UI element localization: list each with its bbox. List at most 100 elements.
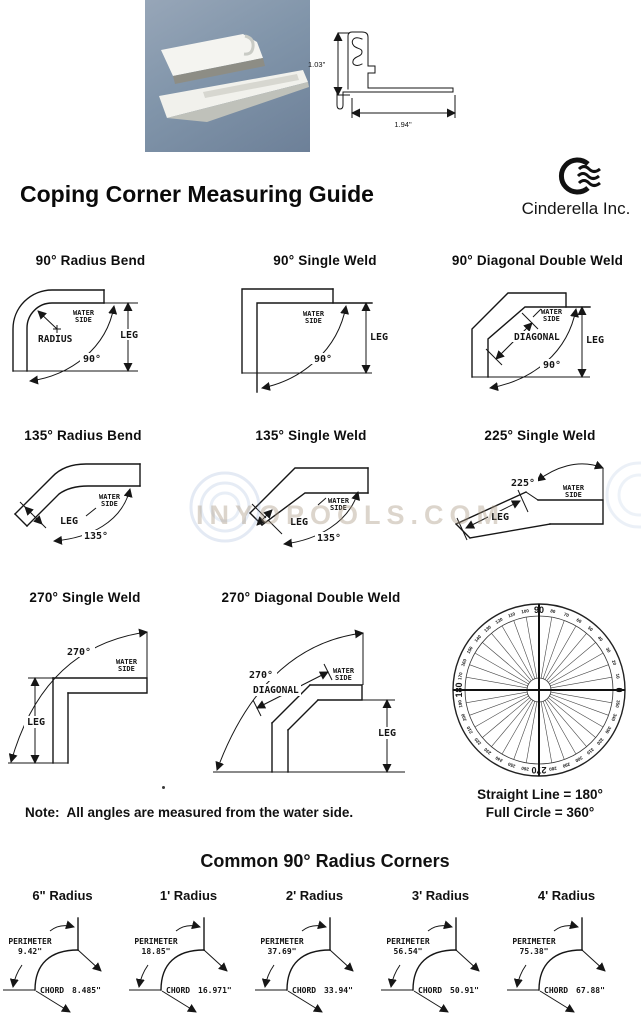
perimeter-label: PERIMETER (512, 937, 556, 946)
leg-label: LEG (120, 330, 138, 341)
diagonal-label: DIAGONAL (253, 685, 299, 696)
angle-label: 270° (249, 670, 273, 681)
chord-value: 67.88" (576, 986, 605, 995)
heading-270-diag-double-weld: 270° Diagonal Double Weld (221, 590, 401, 605)
leg-label: LEG (378, 728, 396, 739)
perimeter-label: PERIMETER (260, 937, 304, 946)
leg-label: LEG (27, 717, 45, 728)
water-side-label: SIDE (305, 317, 322, 325)
chord-label: CHORD (292, 986, 316, 995)
chord-label: CHORD (40, 986, 64, 995)
width-dim-label: 1.94" (394, 120, 412, 129)
heading-90-radius-bend: 90° Radius Bend (35, 253, 146, 268)
svg-text:290: 290 (562, 761, 571, 768)
svg-text:240: 240 (494, 755, 503, 763)
water-side-label: SIDE (335, 674, 352, 682)
full-circle-legend: Full Circle = 360° (485, 805, 595, 820)
stray-dot (162, 786, 165, 789)
svg-text:340: 340 (610, 713, 617, 722)
chord-value: 50.91" (450, 986, 479, 995)
chord-label: CHORD (166, 986, 190, 995)
chord-value: 33.94" (324, 986, 353, 995)
radius-label: RADIUS (38, 334, 73, 345)
water-side-label: SIDE (565, 491, 582, 499)
height-dim-label: 1.03" (308, 60, 326, 69)
perimeter-value: 9.42" (18, 947, 42, 956)
water-side-label: WATER (563, 484, 585, 492)
water-side-label: WATER (116, 658, 138, 666)
heading-90-diag-double-weld: 90° Diagonal Double Weld (451, 253, 624, 268)
water-side-label: SIDE (543, 315, 560, 323)
svg-text:260: 260 (520, 766, 529, 772)
diagram-225-single-weld: 225° WATER SIDE LEG (455, 460, 604, 541)
protractor: 0901802701020304050607080100110120130140… (452, 603, 626, 777)
perimeter-label: PERIMETER (134, 937, 178, 946)
perimeter-value: 18.85" (142, 947, 171, 956)
page-title: Coping Corner Measuring Guide (20, 181, 374, 207)
svg-text:210: 210 (465, 725, 473, 734)
svg-text:300: 300 (574, 755, 583, 763)
svg-text:0: 0 (614, 687, 624, 692)
svg-text:150: 150 (466, 645, 474, 654)
perimeter-label: PERIMETER (8, 937, 52, 946)
svg-text:160: 160 (460, 658, 467, 667)
svg-text:230: 230 (483, 747, 492, 756)
svg-text:110: 110 (507, 611, 516, 618)
note-text: Note: All angles are measured from the w… (25, 805, 354, 820)
radius-label: 3' Radius (411, 888, 470, 903)
radius-label: 2' Radius (285, 888, 344, 903)
corner-diagram-1ft: PERIMETER 18.85" CHORD 16.971" (129, 917, 232, 1013)
water-side-label: SIDE (75, 316, 92, 324)
perimeter-value: 75.38" (520, 947, 549, 956)
diagram-90-single-weld: WATER SIDE 90° LEG (241, 288, 394, 393)
perimeter-label: PERIMETER (386, 937, 430, 946)
angle-label: 90° (543, 360, 561, 371)
angle-label: 90° (314, 354, 332, 365)
svg-text:90: 90 (534, 605, 544, 615)
diagram-90-radius-bend: WATER SIDE RADIUS 90° LEG (12, 289, 145, 385)
radius-label: 1' Radius (159, 888, 218, 903)
svg-text:80: 80 (550, 608, 556, 614)
svg-text:10: 10 (615, 673, 621, 679)
leg-label: LEG (60, 516, 78, 527)
svg-text:100: 100 (521, 608, 530, 614)
leg-label: LEG (290, 517, 308, 528)
svg-text:190: 190 (457, 699, 463, 708)
water-side-label: WATER (303, 310, 325, 318)
chord-label: CHORD (544, 986, 568, 995)
leg-label: LEG (586, 335, 604, 346)
angle-label: 135° (84, 531, 108, 542)
leg-label: LEG (370, 332, 388, 343)
water-side-label: SIDE (101, 500, 118, 508)
water-side-label: WATER (333, 667, 355, 675)
profile-cross-section-drawing: 1.03" 1.94" (308, 31, 456, 129)
water-side-label: WATER (99, 493, 121, 501)
corner-diagram-3ft: PERIMETER 56.54" CHORD 50.91" (381, 917, 480, 1013)
water-side-label: SIDE (118, 665, 135, 673)
cinderella-logo-icon (558, 157, 601, 195)
svg-text:40: 40 (597, 635, 604, 642)
coping-profile-photo (145, 0, 310, 152)
perimeter-value: 37.69" (268, 947, 297, 956)
svg-text:180: 180 (454, 682, 464, 697)
svg-text:30: 30 (605, 647, 612, 654)
svg-text:330: 330 (604, 725, 612, 734)
leg-label: LEG (491, 512, 509, 523)
svg-text:50: 50 (587, 625, 594, 632)
svg-text:350: 350 (615, 700, 621, 709)
heading-270-single-weld: 270° Single Weld (29, 590, 141, 605)
chord-value: 8.485" (72, 986, 101, 995)
svg-text:250: 250 (507, 761, 516, 768)
heading-135-single-weld: 135° Single Weld (255, 428, 367, 443)
svg-text:310: 310 (585, 747, 594, 756)
heading-135-radius-bend: 135° Radius Bend (24, 428, 142, 443)
corner-diagram-2ft: PERIMETER 37.69" CHORD 33.94" (255, 917, 354, 1013)
heading-90-single-weld: 90° Single Weld (273, 253, 377, 268)
brand-name: Cinderella Inc. (521, 199, 631, 218)
perimeter-value: 56.54" (394, 947, 423, 956)
svg-text:60: 60 (576, 617, 583, 624)
corner-diagram-4ft: PERIMETER 75.38" CHORD 67.88" (507, 917, 606, 1013)
profile-cavity (351, 37, 363, 66)
heading-225-single-weld: 225° Single Weld (484, 428, 596, 443)
